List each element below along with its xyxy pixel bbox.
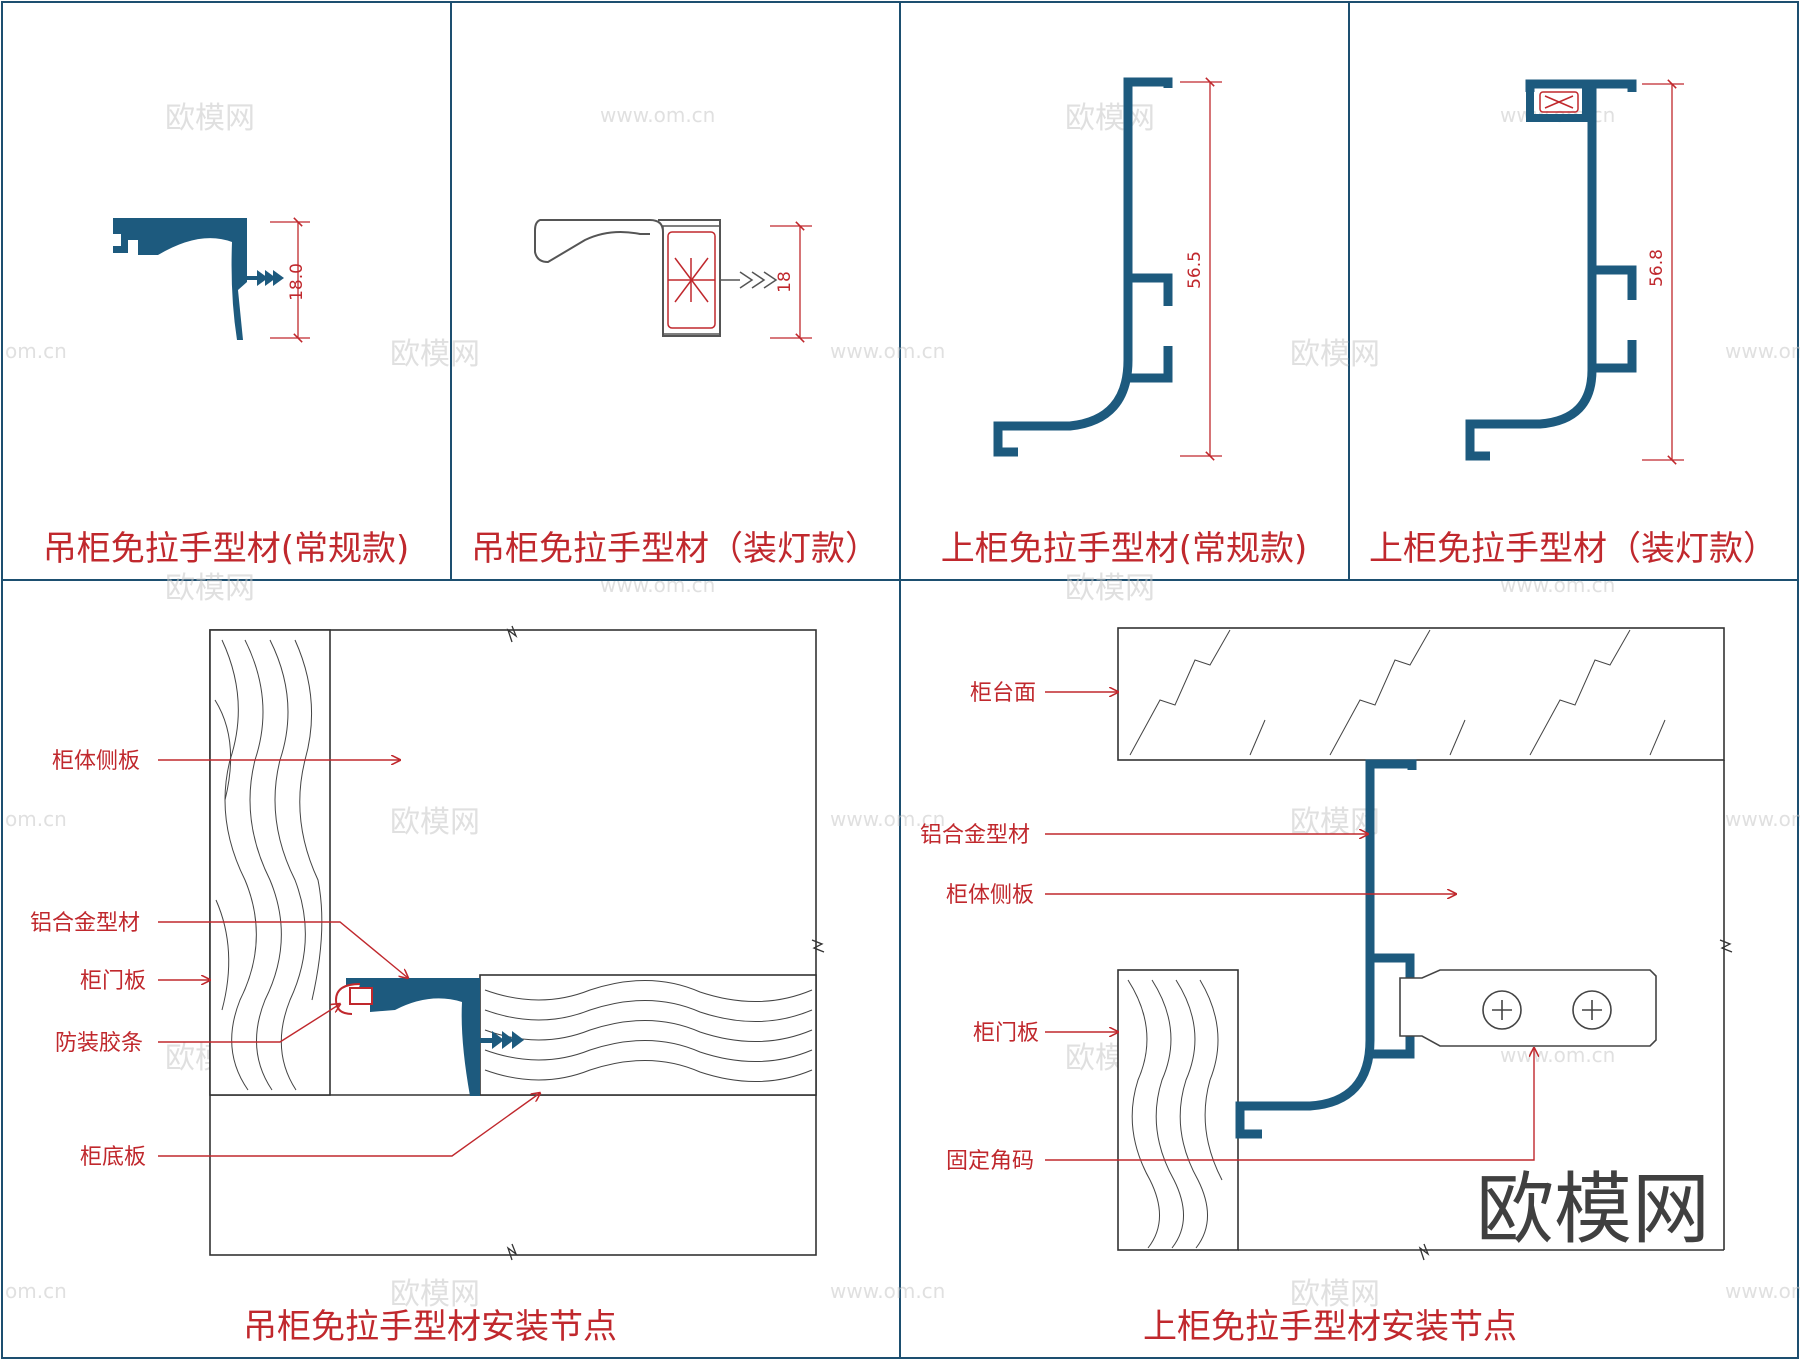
led-strip	[667, 231, 716, 329]
leader-line	[158, 1004, 340, 1043]
watermark-brand: 欧模网	[390, 337, 480, 372]
bottom-panel	[479, 974, 817, 1096]
panel-caption: 吊柜免拉手型材（装灯款）	[471, 529, 879, 569]
panel-caption: 吊柜免拉手型材(常规款)	[43, 529, 410, 569]
aluminum-profile	[534, 219, 721, 337]
fixing-bracket	[1399, 969, 1657, 1047]
led-strip	[1539, 91, 1579, 113]
label-door: 柜门板	[80, 969, 146, 994]
dimension-value: 56.8	[1647, 249, 1667, 287]
dimension-line	[1642, 79, 1684, 465]
label-door: 柜门板	[973, 1021, 1039, 1046]
watermark-brand: 欧模网	[1065, 101, 1155, 136]
watermark-url: www.om.cn	[1500, 573, 1615, 597]
watermark-brand: 欧模网	[165, 101, 255, 136]
leader-line	[158, 921, 408, 978]
panel-3-upper-profile-regular: 56.5 上柜免拉手型材(常规款)	[941, 77, 1308, 569]
wood-grain	[1127, 979, 1223, 1249]
watermark-brand: 欧模网	[390, 805, 480, 840]
watermark-url: www.om.cn	[1725, 339, 1800, 363]
dimension-line	[770, 221, 812, 343]
panel-caption: 吊柜免拉手型材安装节点	[243, 1307, 617, 1347]
aluminum-profile	[993, 77, 1173, 457]
watermark-url: www.om.cn	[830, 339, 945, 363]
panel-caption: 上柜免拉手型材（装灯款）	[1369, 529, 1777, 569]
aluminum-profile	[1465, 79, 1637, 461]
panel-4-upper-profile-light: 56.8 上柜免拉手型材（装灯款）	[1369, 79, 1777, 569]
label-side-panel: 柜体侧板	[946, 883, 1034, 908]
panel-caption: 上柜免拉手型材(常规款)	[941, 529, 1308, 569]
wood-grain	[214, 639, 323, 1091]
watermark-brand: 欧模网	[165, 571, 255, 606]
panel-6-install-upper: 柜台面 铝合金型材 柜体侧板 柜门板 固定角码 欧模网 上柜免拉手型材安装节点	[920, 627, 1733, 1347]
stone-texture	[1129, 629, 1666, 756]
dimension-value: 18.0	[287, 263, 307, 301]
watermark-url: www.om.cn	[600, 103, 715, 127]
watermark-brand: 欧模网	[1290, 337, 1380, 372]
screw-icon	[247, 270, 284, 286]
brand-logo: 欧模网	[1476, 1165, 1710, 1255]
dimension-line	[1180, 77, 1222, 461]
dimension-line	[270, 217, 310, 343]
panel-caption: 上柜免拉手型材安装节点	[1143, 1307, 1517, 1347]
panel-5-install-hanging: 柜体侧板 铝合金型材 柜门板 防装胶条 柜底板 吊柜免拉手型材安装节点	[30, 625, 825, 1347]
watermarks: 欧模网 www.om.cn 欧模网 www.om.cn om.cn 欧模网 ww…	[5, 101, 1800, 1312]
aluminum-profile	[113, 218, 247, 340]
watermark-brand: 欧模网	[1290, 1277, 1380, 1312]
watermark-brand: 欧模网	[1065, 571, 1155, 606]
watermark-url: om.cn	[5, 1279, 67, 1303]
door-panel	[209, 629, 331, 1096]
led-channel	[1526, 80, 1590, 122]
label-profile: 铝合金型材	[920, 823, 1030, 848]
watermark-url: www.om.cn	[600, 573, 715, 597]
label-side-panel: 柜体侧板	[52, 749, 140, 774]
watermark-url: www.om.cn	[830, 1279, 945, 1303]
dimension-value: 18	[775, 271, 795, 293]
anti-collision-strip	[334, 983, 373, 1015]
label-bottom: 柜底板	[80, 1145, 146, 1170]
cabinet-outline	[1238, 760, 1733, 1261]
panel-1-profile-regular: 18.0 吊柜免拉手型材(常规款)	[43, 217, 410, 569]
watermark-url: om.cn	[5, 339, 67, 363]
screw-icon	[480, 1031, 524, 1049]
leader-line	[1045, 1048, 1534, 1161]
screw-icon	[720, 271, 778, 289]
label-countertop: 柜台面	[970, 681, 1036, 706]
door-panel	[1117, 969, 1239, 1251]
label-bracket: 固定角码	[946, 1149, 1034, 1174]
label-strip: 防装胶条	[55, 1031, 143, 1056]
leader-line	[158, 1093, 540, 1157]
panel-2-profile-light: 18 吊柜免拉手型材（装灯款）	[471, 219, 879, 569]
countertop	[1117, 627, 1725, 761]
label-profile: 铝合金型材	[30, 911, 140, 936]
watermark-url: www.om.cn	[1500, 1043, 1615, 1067]
watermark-url: www.om.cn	[830, 807, 945, 831]
watermark-url: om.cn	[5, 807, 67, 831]
watermark-url: www.om.cn	[1725, 1279, 1800, 1303]
wood-grain	[484, 979, 813, 1083]
aluminum-profile	[346, 978, 480, 1096]
watermark-url: www.om.cn	[1725, 807, 1800, 831]
watermark-brand: 欧模网	[390, 1277, 480, 1312]
dimension-value: 56.5	[1185, 251, 1205, 289]
